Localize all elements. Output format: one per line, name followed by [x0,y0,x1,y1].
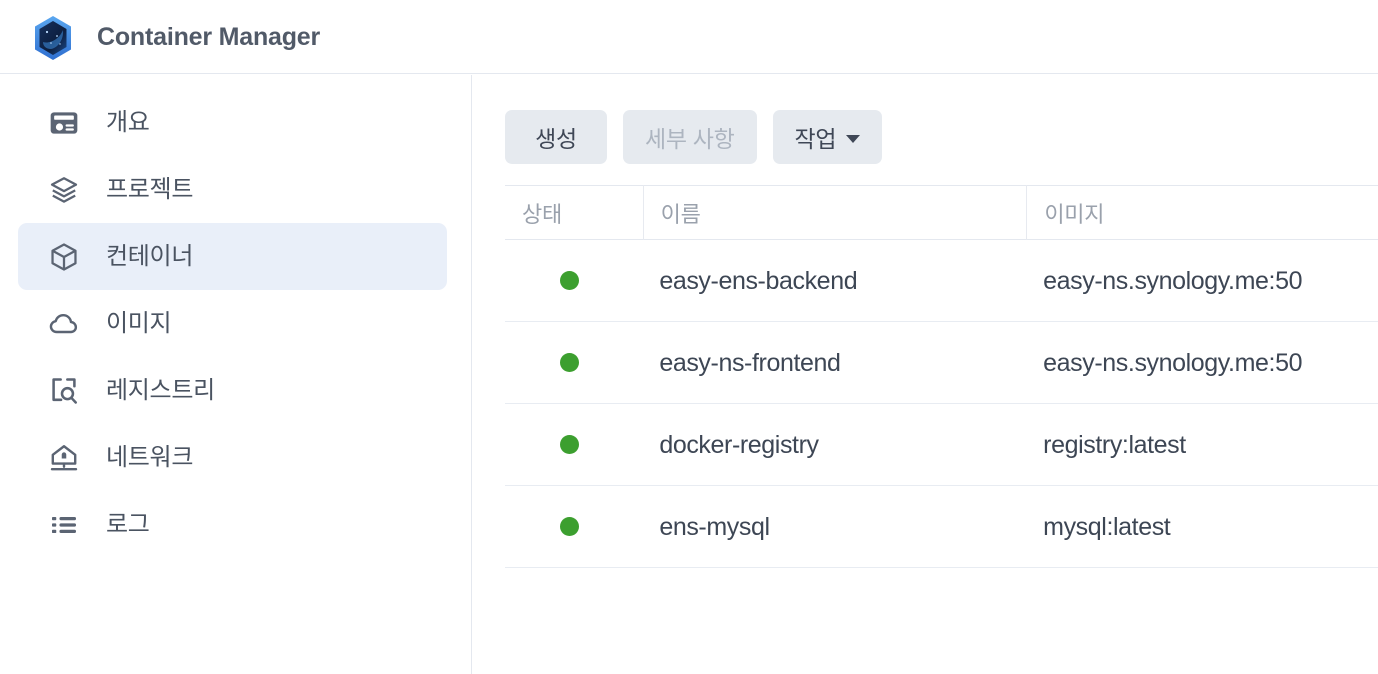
status-running-icon [560,271,580,290]
cell-name: ens-mysql [659,512,770,541]
column-header-name[interactable]: 이름 [642,185,1027,240]
table-row[interactable]: docker-registry registry:latest [505,404,1378,486]
column-header-status[interactable]: 상태 [522,201,562,227]
chevron-down-icon [846,134,861,143]
details-button-label: 세부 사항 [645,126,735,152]
sidebar-item-container[interactable]: 컨테이너 [18,223,447,290]
id-card-icon [46,105,82,141]
sidebar-item-label: 프로젝트 [106,175,194,203]
sidebar-item-label: 네트워크 [106,443,194,471]
cell-status [505,322,642,404]
container-table: 상태 이름 이미지 easy-ens-backend easy-ns.synol… [505,185,1378,568]
page-title: Container Manager [97,23,321,51]
cell-name: docker-registry [659,430,819,459]
cell-image: registry:latest [1043,430,1186,459]
cloud-icon [46,306,82,342]
status-running-icon [560,517,580,536]
action-button-label: 작업 [794,126,837,152]
network-house-icon [46,440,82,476]
create-button[interactable]: 생성 [505,110,607,164]
cell-status [505,486,642,568]
sidebar-item-image[interactable]: 이미지 [18,290,447,357]
sidebar-item-registry[interactable]: 레지스트리 [18,357,447,424]
search-frame-icon [46,373,82,409]
sidebar-item-network[interactable]: 네트워크 [18,424,447,491]
cube-icon [46,239,82,275]
action-dropdown-button[interactable]: 작업 [772,110,883,164]
sidebar-item-label: 컨테이너 [106,242,194,270]
cell-name: easy-ns-frontend [659,348,841,377]
cell-name: easy-ens-backend [659,266,858,295]
column-header-image[interactable]: 이미지 [1026,185,1378,240]
table-row[interactable]: easy-ns-frontend easy-ns.synology.me:50 [505,322,1378,404]
main-content: 생성 세부 사항 작업 상태 이름 이미지 easy-ens-bac [473,75,1378,674]
sidebar-item-project[interactable]: 프로젝트 [18,156,447,223]
cell-status [505,240,642,322]
table-row[interactable]: easy-ens-backend easy-ns.synology.me:50 [505,240,1378,322]
table-row[interactable]: ens-mysql mysql:latest [505,486,1378,568]
cell-image: mysql:latest [1043,512,1171,541]
list-icon [46,507,82,543]
table-header-row: 상태 이름 이미지 [505,185,1378,240]
toolbar: 생성 세부 사항 작업 [505,110,883,164]
sidebar-item-log[interactable]: 로그 [18,491,447,558]
layers-icon [46,172,82,208]
app-header: Container Manager [0,0,1378,74]
sidebar-item-overview[interactable]: 개요 [18,89,447,156]
cell-image: easy-ns.synology.me:50 [1043,266,1303,295]
cell-image: easy-ns.synology.me:50 [1043,348,1303,377]
sidebar-item-label: 레지스트리 [106,376,215,404]
sidebar-item-label: 개요 [106,108,150,136]
cell-status [505,404,642,486]
sidebar: 개요 프로젝트 컨테이너 [0,75,472,674]
status-running-icon [560,435,580,454]
details-button[interactable]: 세부 사항 [623,110,757,164]
create-button-label: 생성 [535,126,577,152]
status-running-icon [560,353,580,372]
container-manager-hexagon-icon [29,14,77,62]
sidebar-item-label: 로그 [106,510,150,538]
sidebar-item-label: 이미지 [106,309,172,337]
